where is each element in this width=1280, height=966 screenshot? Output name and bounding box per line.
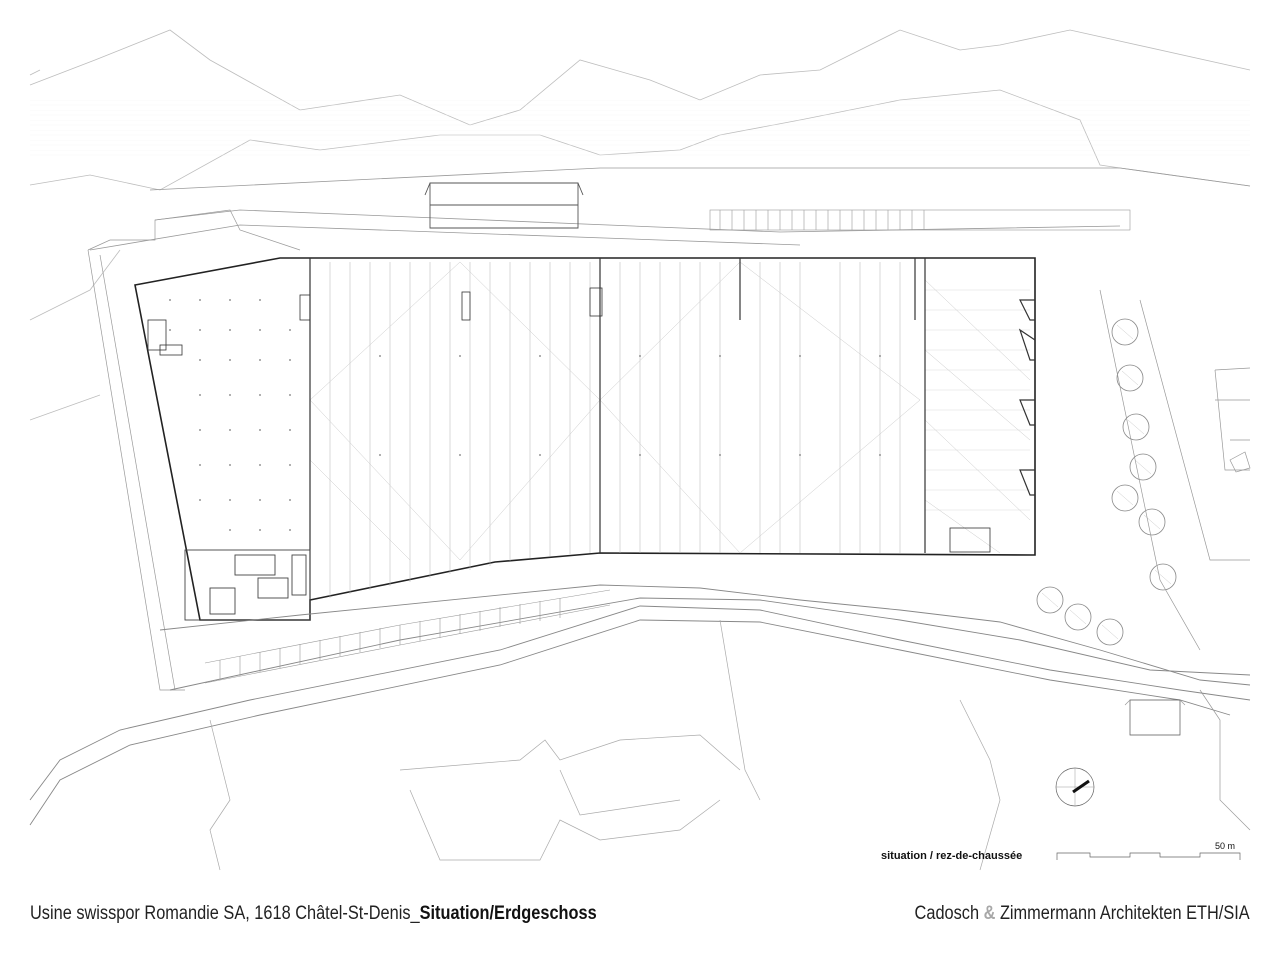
footer-project-title: Usine swisspor Romandie SA, 1618 Châtel-…: [30, 903, 597, 925]
south-road: [29, 584, 1251, 826]
factory-building: [134, 257, 1036, 621]
upper-road: [89, 167, 1251, 251]
parking-south: [204, 589, 611, 684]
east-site: [1099, 289, 1251, 831]
footer-architect: Cadosch & Zimmermann Architekten ETH/SIA: [915, 903, 1250, 925]
architect-name-1: Cadosch: [914, 903, 980, 924]
sheet-title: Situation/Erdgeschoss: [419, 903, 597, 924]
annex-building-north: [424, 182, 584, 229]
ampersand: &: [983, 903, 996, 924]
scale-label: 50 m: [1215, 841, 1236, 851]
west-edge: [87, 209, 301, 691]
project-name: Usine swisspor Romandie SA, 1618 Châtel-…: [30, 903, 420, 924]
field-parcels: [209, 619, 1001, 871]
parking-north: [709, 209, 1131, 231]
plan-label: situation / rez-de-chaussée: [881, 850, 1023, 862]
trees: [1036, 318, 1177, 646]
north-arrow: [1055, 767, 1095, 807]
site-plan-drawing: [29, 29, 1251, 871]
architect-name-2: Zimmermann Architekten ETH/SIA: [1000, 903, 1250, 924]
scale-bar: [1056, 852, 1241, 860]
